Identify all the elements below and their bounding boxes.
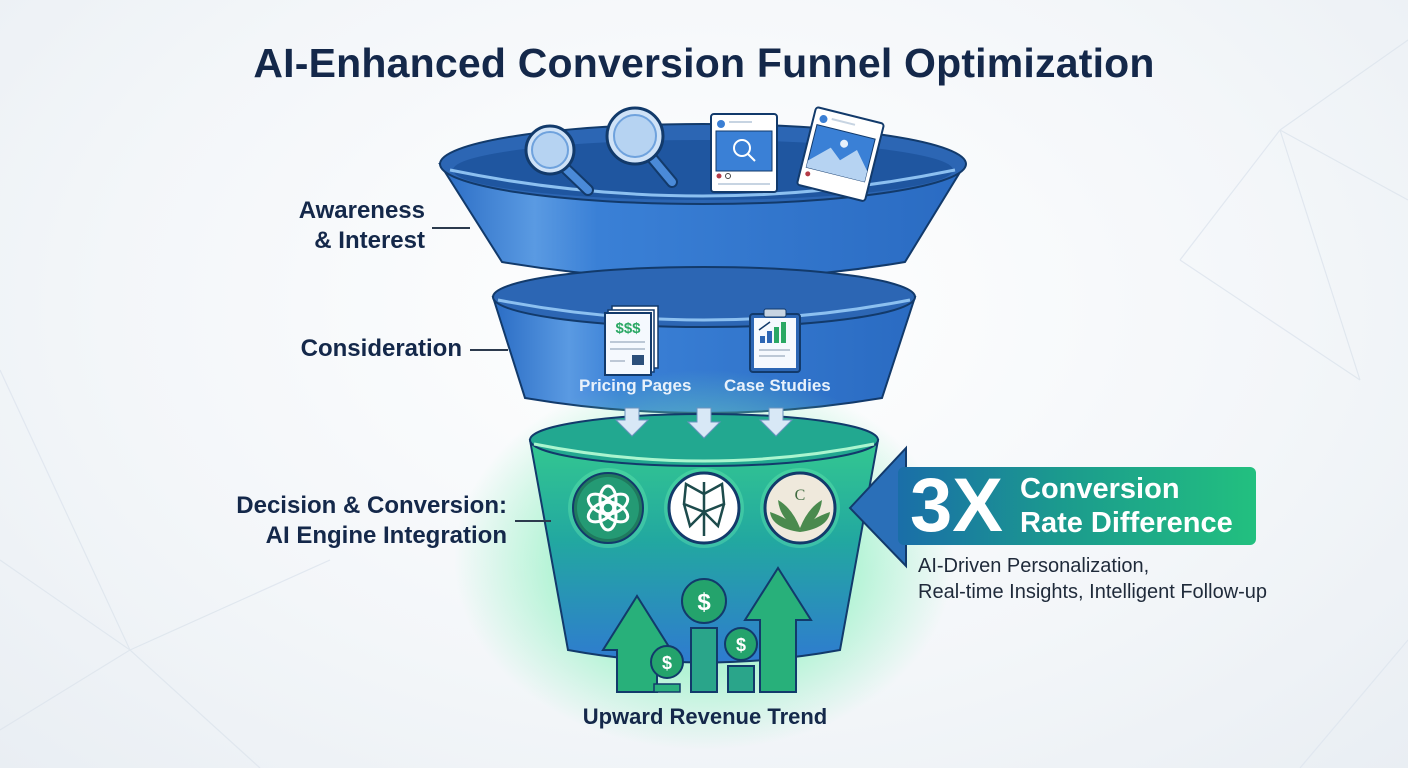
caption-case-studies: Case Studies [724,376,831,395]
perplexity-logo-icon [664,468,744,548]
stage-label-decision: Decision & Conversion: AI Engine Integra… [236,492,507,549]
stat-line-2: Rate Difference [1020,507,1233,539]
flow-arrow-down-icon [614,407,650,437]
magnifying-glass-icon [605,106,678,188]
stage-awareness-funnel [438,123,967,280]
stat-subtext-1: AI-Driven Personalization, [918,555,1150,577]
flow-arrow-down-icon [758,407,794,437]
svg-text:$: $ [736,635,746,655]
dollar-coin-icon: $ [681,578,727,624]
stage-label-consideration: Consideration [300,335,462,362]
flow-arrow-down-icon [686,407,722,439]
svg-text:$: $ [697,589,711,616]
svg-text:C: C [795,487,806,504]
revenue-trend-caption: Upward Revenue Trend [582,704,828,729]
openai-logo-icon [568,468,648,548]
caption-pricing-pages: Pricing Pages [579,376,692,395]
pricing-document-icon: $$$ [604,305,659,376]
connector-line [432,227,470,229]
social-post-image-icon [796,106,885,202]
dollar-coin-icon: $ [724,627,758,661]
connector-line [470,349,508,351]
dollar-coin-icon: $ [650,645,684,679]
connector-line [515,520,551,522]
page-title: AI-Enhanced Conversion Funnel Optimizati… [253,40,1155,86]
clipboard-chart-icon [749,308,801,373]
stat-subtext-2: Real-time Insights, Intelligent Follow-u… [918,581,1268,603]
svg-text:$$$: $$$ [615,320,641,337]
stat-callout-box [898,467,1256,545]
svg-text:$: $ [662,653,672,673]
leaf-c-logo-icon: C [760,468,840,548]
stat-multiplier: 3X [910,463,1003,548]
stat-line-1: Conversion [1020,473,1180,505]
magnifying-glass-icon [524,124,594,196]
stage-label-awareness: Awareness & Interest [298,197,425,254]
revenue-trend-chart-icon: $ $ $ [601,566,813,693]
social-post-search-icon [710,113,778,193]
